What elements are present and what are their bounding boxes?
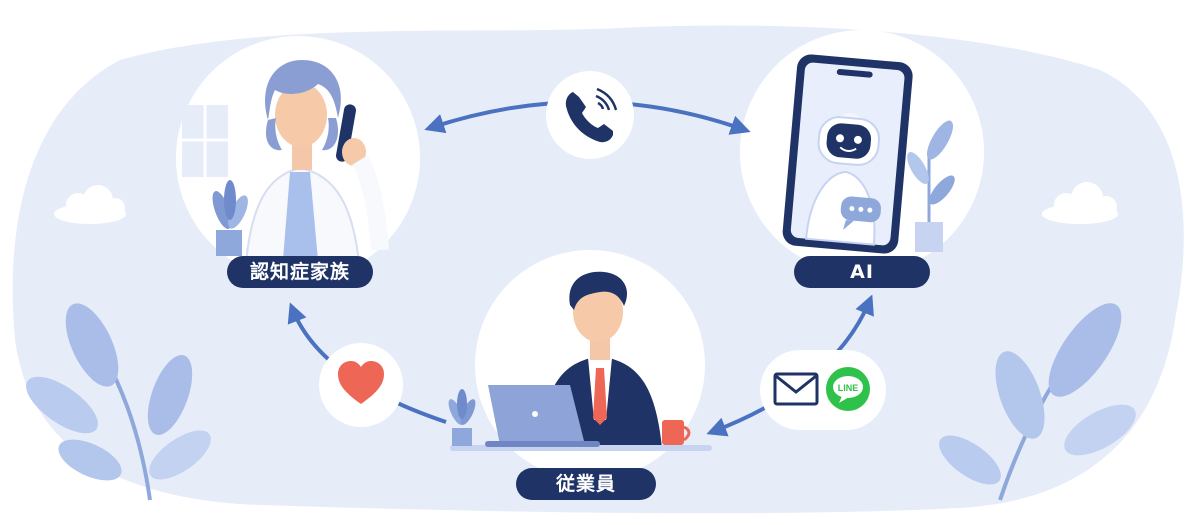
phone-badge (546, 71, 634, 159)
cloud-left (54, 185, 126, 224)
family-label: 認知症家族 (227, 256, 373, 288)
mail-icon (773, 372, 819, 406)
ai-label: AI (794, 256, 930, 288)
cloud-right (1042, 182, 1118, 224)
line-logo-text: LINE (838, 383, 859, 393)
heart-icon (338, 361, 384, 404)
phone-call-icon (565, 87, 618, 143)
employee-illustration (448, 271, 712, 451)
decorative-leaves-right (939, 303, 1136, 501)
line-logo-icon: LINE (826, 367, 870, 411)
decorative-leaves-left (26, 303, 211, 501)
family-illustration (182, 60, 389, 276)
smartphone-illustration (782, 54, 955, 254)
employee-label: 従業員 (516, 468, 656, 500)
